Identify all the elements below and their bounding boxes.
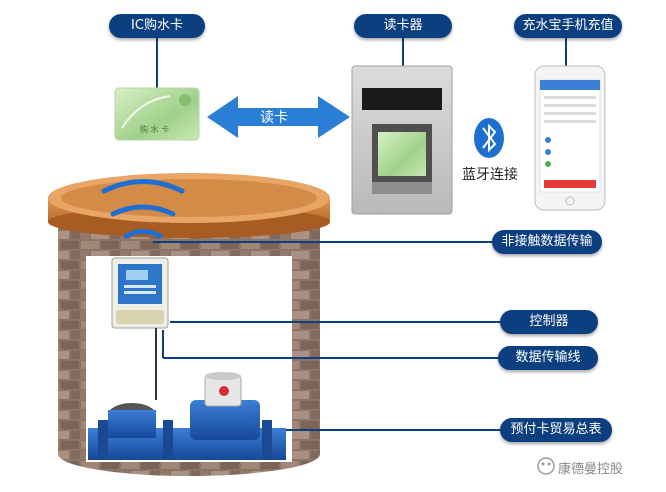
bluetooth-text: 蓝牙连接: [462, 167, 518, 183]
contactless-label: 非接触数据传输: [492, 230, 602, 254]
data-line-label: 数据传输线: [498, 346, 598, 370]
water-meter: [88, 372, 286, 460]
double-arrow: [207, 96, 350, 138]
leader-lines: [153, 241, 500, 431]
ic-card-label: IC购水卡: [109, 14, 205, 38]
ic-card: [114, 87, 200, 141]
card-reader-device: [351, 65, 453, 215]
controller-device: [111, 257, 169, 329]
meter-label: 预付卡贸易总表: [500, 418, 612, 442]
watermark-text: 康德曼控股: [558, 462, 624, 477]
card-text: 购 水 卡: [140, 125, 170, 134]
controller-label: 控制器: [500, 310, 598, 334]
bluetooth-icon: [474, 118, 504, 158]
card-reader-label: 读卡器: [354, 14, 452, 38]
wireless-signal-icon: [101, 179, 185, 239]
recharge-label: 充水宝手机充值: [514, 14, 622, 38]
phone-device: [534, 65, 606, 211]
read-card-text: 读卡: [260, 110, 288, 126]
watermark-icon: [537, 457, 555, 475]
